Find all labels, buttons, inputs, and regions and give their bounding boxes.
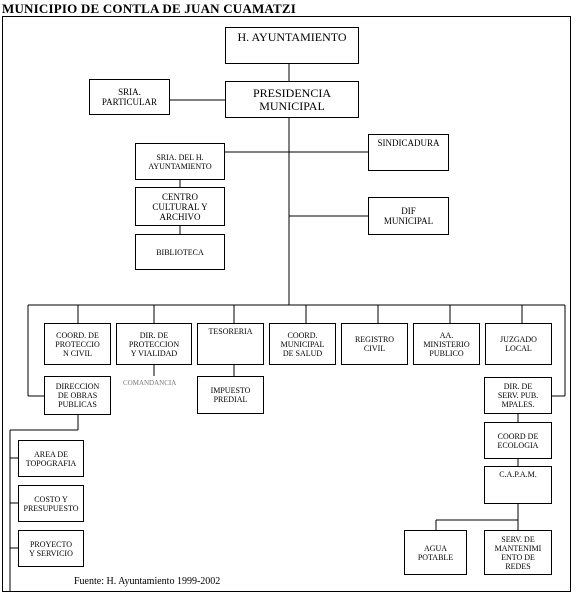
node-dir-servicios-publicos: DIR. DE SERV. PUB. MPALES. [484,377,552,414]
source-note: Fuente: H. Ayuntamiento 1999-2002 [74,576,221,587]
node-area-topografia: AREA DE TOPOGRAFIA [18,440,84,477]
node-juzgado-local: JUZGADO LOCAL [485,323,552,365]
node-proyecto-servicio: PROYECTO Y SERVICIO [18,530,84,567]
chart-frame [2,16,571,592]
node-biblioteca: BIBLIOTECA [135,234,225,270]
node-sria-particular: SRIA. PARTICULAR [89,79,170,115]
node-presidencia-municipal: PRESIDENCIA MUNICIPAL [225,81,359,118]
node-coord-proteccion-civil: COORD. DE PROTECCIO N CIVIL [44,323,111,365]
node-coord-municipal-salud: COORD. MUNICIPAL DE SALUD [269,323,336,365]
node-coord-ecologia: COORD DE ECOLOGIA [484,422,552,459]
node-comandancia: COMANDANCIA [123,379,177,387]
node-impuesto-predial: IMPUESTO PREDIAL [197,376,264,414]
node-dir-proteccion-vialidad: DIR. DE PROTECCION Y VIALIDAD [116,323,192,365]
node-capam: C.A.P.A.M. [484,466,552,504]
node-mantenimiento-redes: SERV. DE MANTENIMI ENTO DE REDES [484,530,552,575]
node-registro-civil: REGISTRO CIVIL [341,323,408,365]
node-ministerio-publico: AA. MINISTERIO PUBLICO [413,323,480,365]
node-agua-potable: AGUA POTABLE [404,530,467,575]
node-costo-presupuesto: COSTO Y PRESUPUESTO [18,485,84,522]
node-h-ayuntamiento: H. AYUNTAMIENTO [225,27,359,64]
node-sria-h-ayuntamiento: SRIA. DEL H. AYUNTAMIENTO [135,143,225,180]
node-sindicadura: SINDICADURA [368,134,449,171]
chart-title: MUNICIPIO DE CONTLA DE JUAN CUAMATZI [2,1,297,16]
node-tesoreria: TESORERIA [197,323,264,365]
node-dif-municipal: DIF MUNICIPAL [368,197,449,235]
node-centro-cultural-archivo: CENTRO CULTURAL Y ARCHIVO [135,187,225,226]
node-direccion-obras-publicas: DIRECCION DE OBRAS PUBLICAS [44,376,111,415]
